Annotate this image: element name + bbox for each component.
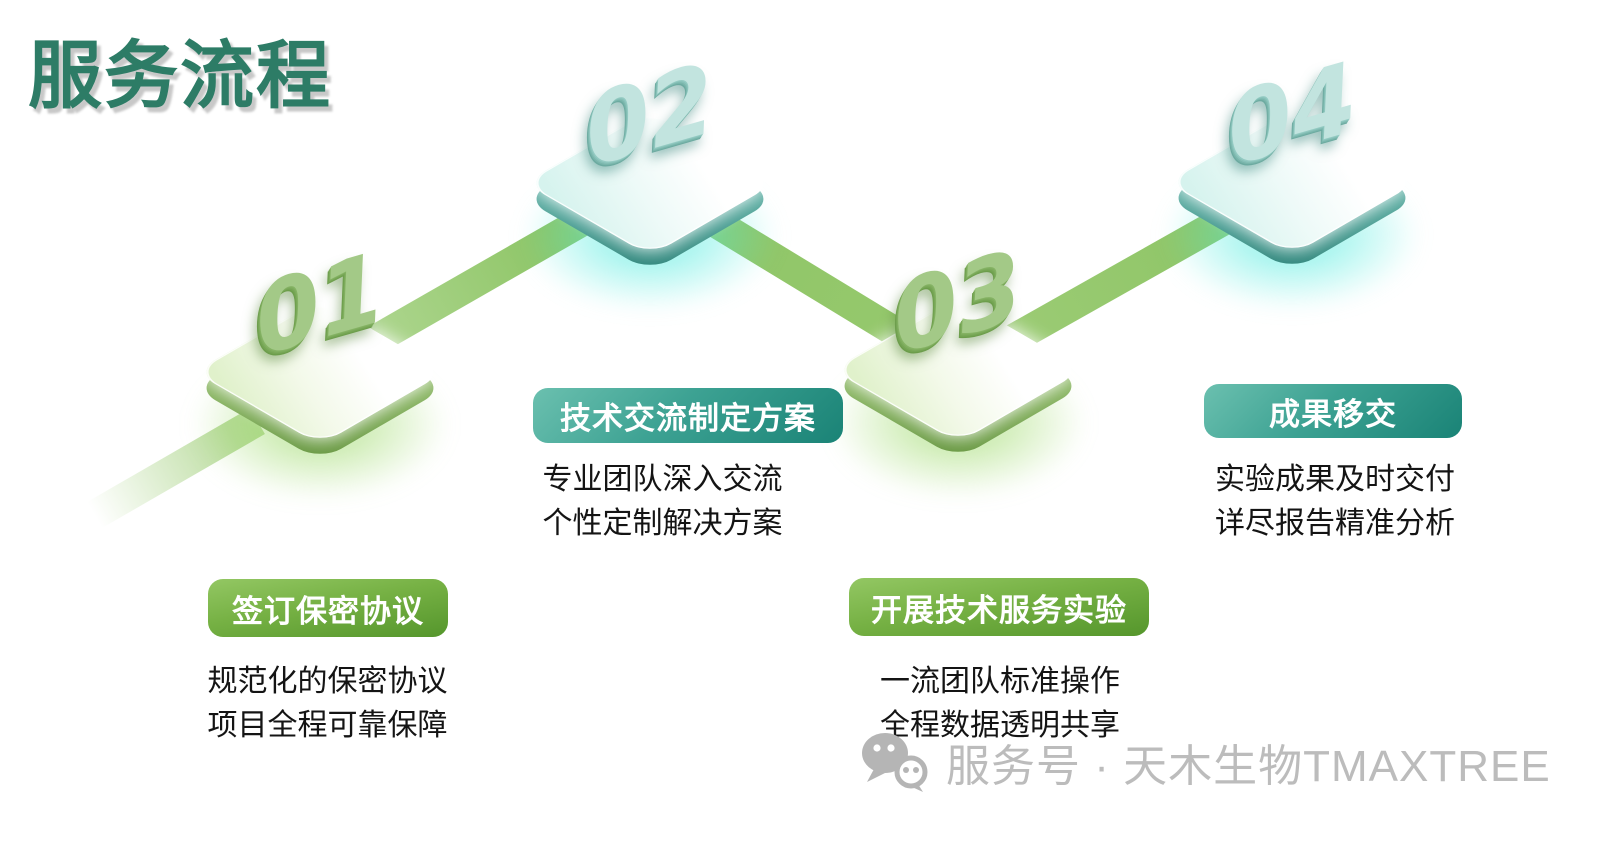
desc-line: 实验成果及时交付 xyxy=(1215,463,1455,496)
wechat-icon xyxy=(862,733,928,792)
step-description-4: 实验成果及时交付 详尽报告精准分析 xyxy=(1180,458,1490,546)
desc-line: 个性定制解决方案 xyxy=(542,507,783,540)
step-badge-1: 签订保密协议 xyxy=(208,579,448,637)
step-badge-4: 成果移交 xyxy=(1204,384,1462,438)
desc-line: 一流团队标准操作 xyxy=(880,665,1120,698)
desc-line: 全程数据透明共享 xyxy=(880,709,1120,742)
desc-line: 专业团队深入交流 xyxy=(542,463,783,496)
step-description-1: 规范化的保密协议 项目全程可靠保障 xyxy=(165,660,490,748)
desc-line: 项目全程可靠保障 xyxy=(207,709,448,742)
step-badge-3: 开展技术服务实验 xyxy=(849,578,1149,636)
step-badge-2: 技术交流制定方案 xyxy=(533,388,843,443)
step-description-3: 一流团队标准操作 全程数据透明共享 xyxy=(840,660,1160,748)
watermark-text: 服务号 · 天木生物TMAXTREE xyxy=(946,742,1551,791)
step-description-2: 专业团队深入交流 个性定制解决方案 xyxy=(505,458,820,546)
desc-line: 规范化的保密协议 xyxy=(207,665,448,698)
desc-line: 详尽报告精准分析 xyxy=(1215,507,1455,540)
page-title: 服务流程 xyxy=(28,34,332,117)
watermark: 服务号 · 天木生物TMAXTREE xyxy=(858,730,1551,794)
